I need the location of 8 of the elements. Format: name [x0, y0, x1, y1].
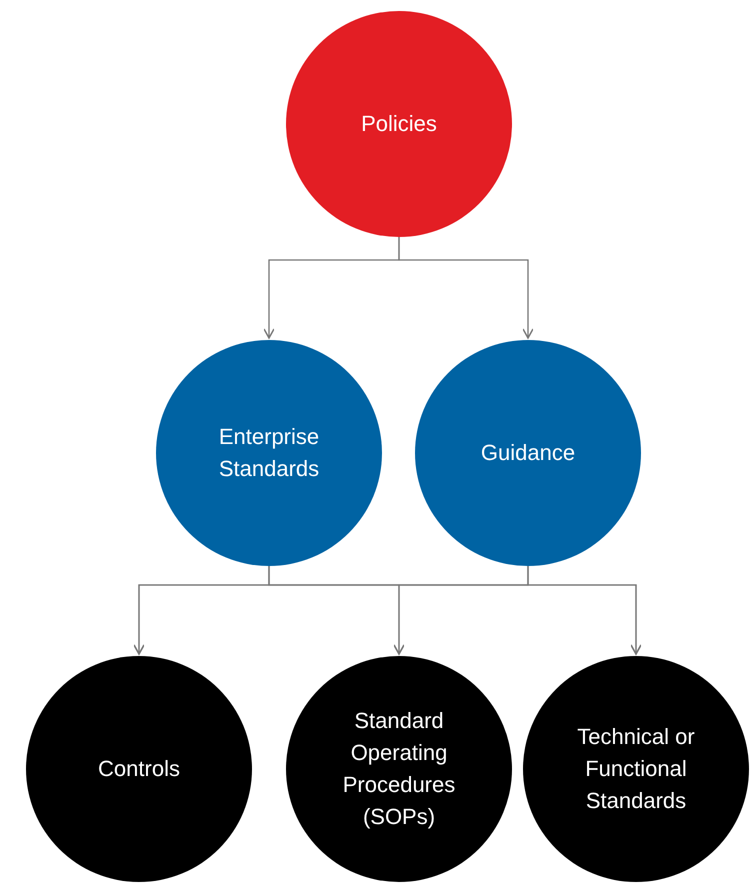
connector-arrow	[527, 566, 642, 655]
node-label: Enterprise Standards	[218, 423, 320, 483]
node-label: Policies	[361, 110, 437, 138]
node-label: Controls	[98, 755, 180, 783]
connector-arrow	[398, 237, 534, 339]
node-label: Standard Operating Procedures (SOPs)	[342, 707, 456, 831]
node-label: Technical or Functional Standards	[576, 723, 696, 815]
node-label: Guidance	[480, 439, 576, 467]
